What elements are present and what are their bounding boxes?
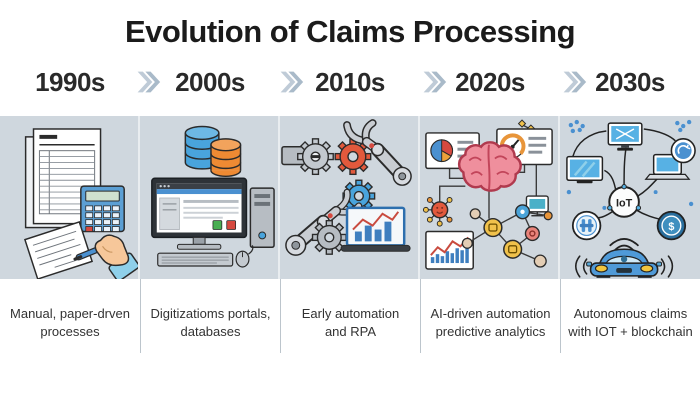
coin-symbol: $ [668,221,674,233]
mouse-icon [235,245,254,268]
hand-writing-icon [94,234,138,279]
hub-node-icon [422,197,453,227]
captions: Manual, paper-drven processes Digitizati… [0,279,700,353]
iot-hub-icon: IoT [607,183,642,218]
connector-lines [572,128,676,221]
panel-2010s [280,116,420,279]
chip-monitor-icon [525,195,549,217]
pc-tower-icon [249,187,275,249]
caption-2010s: Early automation and RPA [280,279,420,353]
laptop-icon [644,153,691,180]
ai-analytics-illustration [422,119,553,270]
autonomous-car-icon [586,248,663,278]
sound-wave-icon [575,255,674,278]
era-year-1990s: 1990s [35,66,105,97]
double-chevron-right-icon [137,71,161,93]
timeline: 1990s 2000s 2010s 2020s 2030s [0,54,700,110]
caption-2020s: AI-driven automation predictive analytic… [420,279,560,353]
monitor-icon [607,122,643,151]
panel-2030s: IoT $ [560,116,700,279]
era-year-2030s: 2030s [595,66,665,97]
page-title: Evolution of Claims Processing [124,14,576,49]
app-badge-icon [571,210,602,241]
dollar-coin-icon: $ [656,210,687,241]
analytics-laptop-icon [340,206,411,252]
manual-paper-illustration [23,128,138,279]
digitization-illustration [151,125,275,268]
double-chevron-right-icon [280,71,304,93]
database-icon [184,125,242,178]
dot-cluster-icon [566,119,694,210]
automation-illustration [281,119,412,256]
caption-2030s: Autonomous claims with IOT + blockchain [560,279,700,353]
writing-paper-icon [23,221,94,279]
title-row: Evolution of Claims Processing [0,0,700,50]
bar-chart-card-icon [425,230,474,270]
caption-1990s: Manual, paper-drven processes [10,306,130,339]
blockchain-coin-icon [670,138,696,164]
connector-lines [439,124,538,219]
iot-label: IoT [616,197,633,209]
illustration-panels: IoT $ [0,116,700,279]
desktop-monitor-icon [151,177,248,250]
gear-icon [311,219,347,255]
double-chevron-right-icon [563,71,587,93]
network-graph-icon [461,204,553,268]
era-year-2000s: 2000s [175,66,245,97]
caption-2000s: Digitizatioms portals, databases [140,279,280,353]
brain-icon [457,141,522,192]
gear-icon [334,138,372,176]
panel-2020s [420,116,560,279]
double-chevron-right-icon [423,71,447,93]
panel-1990s [0,116,140,279]
keyboard-icon [157,252,234,267]
gear-icon [297,138,334,176]
era-year-2020s: 2020s [455,66,525,97]
monitor-icon [566,155,604,184]
robot-arm-icon [343,119,412,186]
node-dot-icon [517,119,527,128]
iot-blockchain-illustration: IoT $ [566,119,696,278]
panel-2000s [140,116,280,279]
calculator-icon [80,185,125,233]
era-year-2010s: 2010s [315,66,385,97]
